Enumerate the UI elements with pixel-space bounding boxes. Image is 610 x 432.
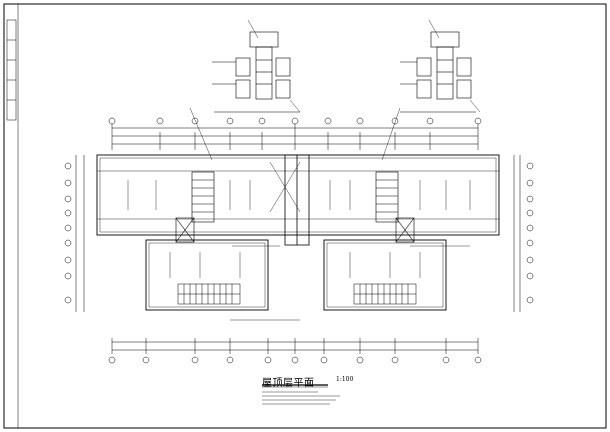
roof-upper-block <box>96 154 500 236</box>
plan-title: 屋顶层平面 <box>262 378 315 389</box>
skylight-right <box>353 283 417 305</box>
top-dimension-lines <box>111 124 479 150</box>
slope-arrows-upper <box>127 161 471 213</box>
right-axis <box>513 155 534 312</box>
plan-scale: 1:100 <box>336 376 354 383</box>
stair-detail-left <box>212 19 301 113</box>
top-axis-bubbles <box>108 117 482 125</box>
title-underline <box>262 384 328 388</box>
leader-lines <box>189 107 470 321</box>
skylight-left <box>177 283 241 305</box>
bottom-dimension-lines <box>111 338 479 354</box>
roof-lower-wing-left <box>145 239 269 311</box>
bottom-axis-bubbles <box>108 356 482 364</box>
notes-block <box>262 391 340 405</box>
left-axis <box>64 155 85 312</box>
stair-detail-right <box>400 19 481 113</box>
core-right <box>375 171 415 243</box>
slope-arrows-lower <box>169 252 421 278</box>
binding-strip <box>6 4 19 428</box>
roof-lower-wing-right <box>323 239 447 311</box>
central-divider <box>284 154 310 246</box>
title-block: 屋顶层平面 <box>262 371 315 390</box>
core-left <box>175 171 215 243</box>
sheet-border <box>3 3 607 429</box>
